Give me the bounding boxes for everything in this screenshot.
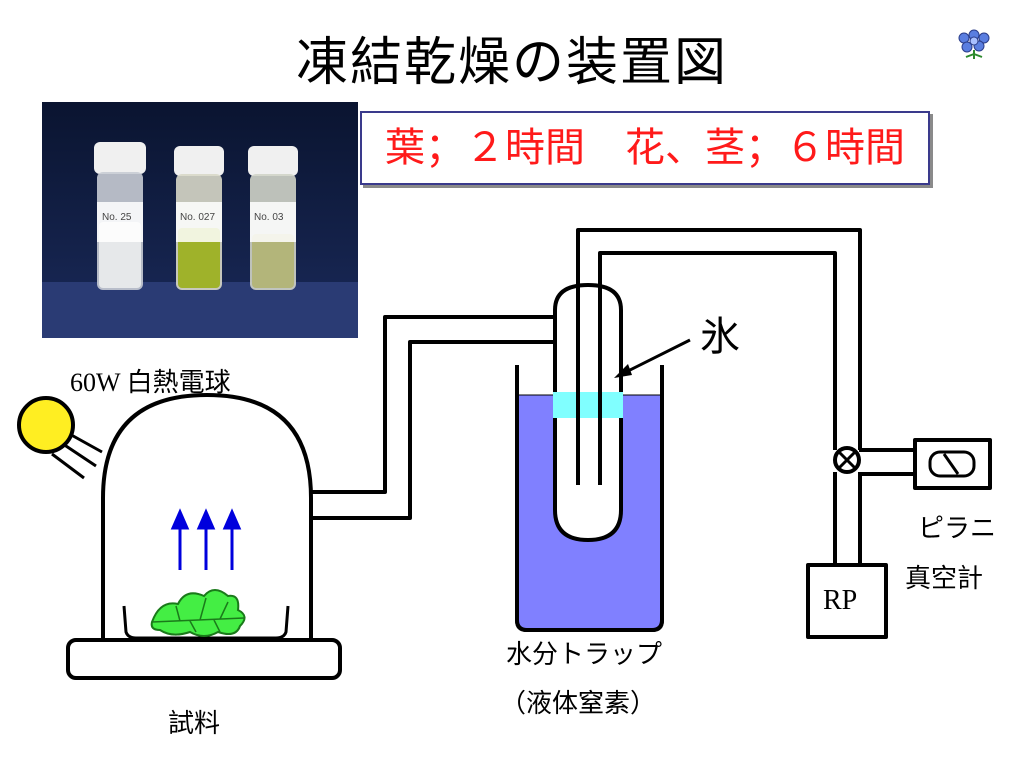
pump-label: RP — [823, 585, 858, 616]
ice-band — [553, 392, 623, 418]
rotary-pump — [806, 563, 888, 639]
base-plate — [66, 638, 342, 680]
sample-label: 試料 — [168, 709, 221, 739]
drying-time-note: 葉；２時間 花、茎；６時間 — [360, 111, 930, 185]
bell-jar — [101, 393, 313, 640]
leaf-sample-icon — [150, 589, 246, 637]
trap-label: 水分トラップ — [506, 640, 663, 670]
lamp-label: 60W 白熱電球 — [70, 368, 231, 397]
vial-3 — [248, 146, 298, 290]
slide-title: 凍結乾燥の装置図 — [295, 33, 728, 93]
hydrangea-icon — [958, 29, 990, 59]
light-bulb-icon — [17, 396, 103, 480]
vial-2 — [174, 146, 224, 290]
vial-1-label: No. 25 — [102, 212, 132, 223]
vial-2-label: No. 027 — [180, 212, 215, 223]
tube-outer-2 — [576, 228, 862, 485]
gauge-sublabel: 真空計 — [905, 564, 984, 594]
vial-1 — [94, 142, 146, 290]
tube-outer-1 — [311, 315, 565, 494]
sample-dish — [122, 605, 290, 640]
ice-label: 氷 — [700, 314, 740, 360]
gauge-label: ピラニ — [918, 514, 997, 544]
vapor-arrows-icon — [170, 508, 242, 570]
tube-inner-1 — [311, 340, 556, 520]
trap-sublabel: （液体窒素） — [500, 689, 657, 719]
vials-photo: No. 25 No. 027 No. 03 — [42, 102, 358, 338]
tube-inner-2 — [598, 251, 837, 485]
vial-3-label: No. 03 — [254, 212, 284, 223]
